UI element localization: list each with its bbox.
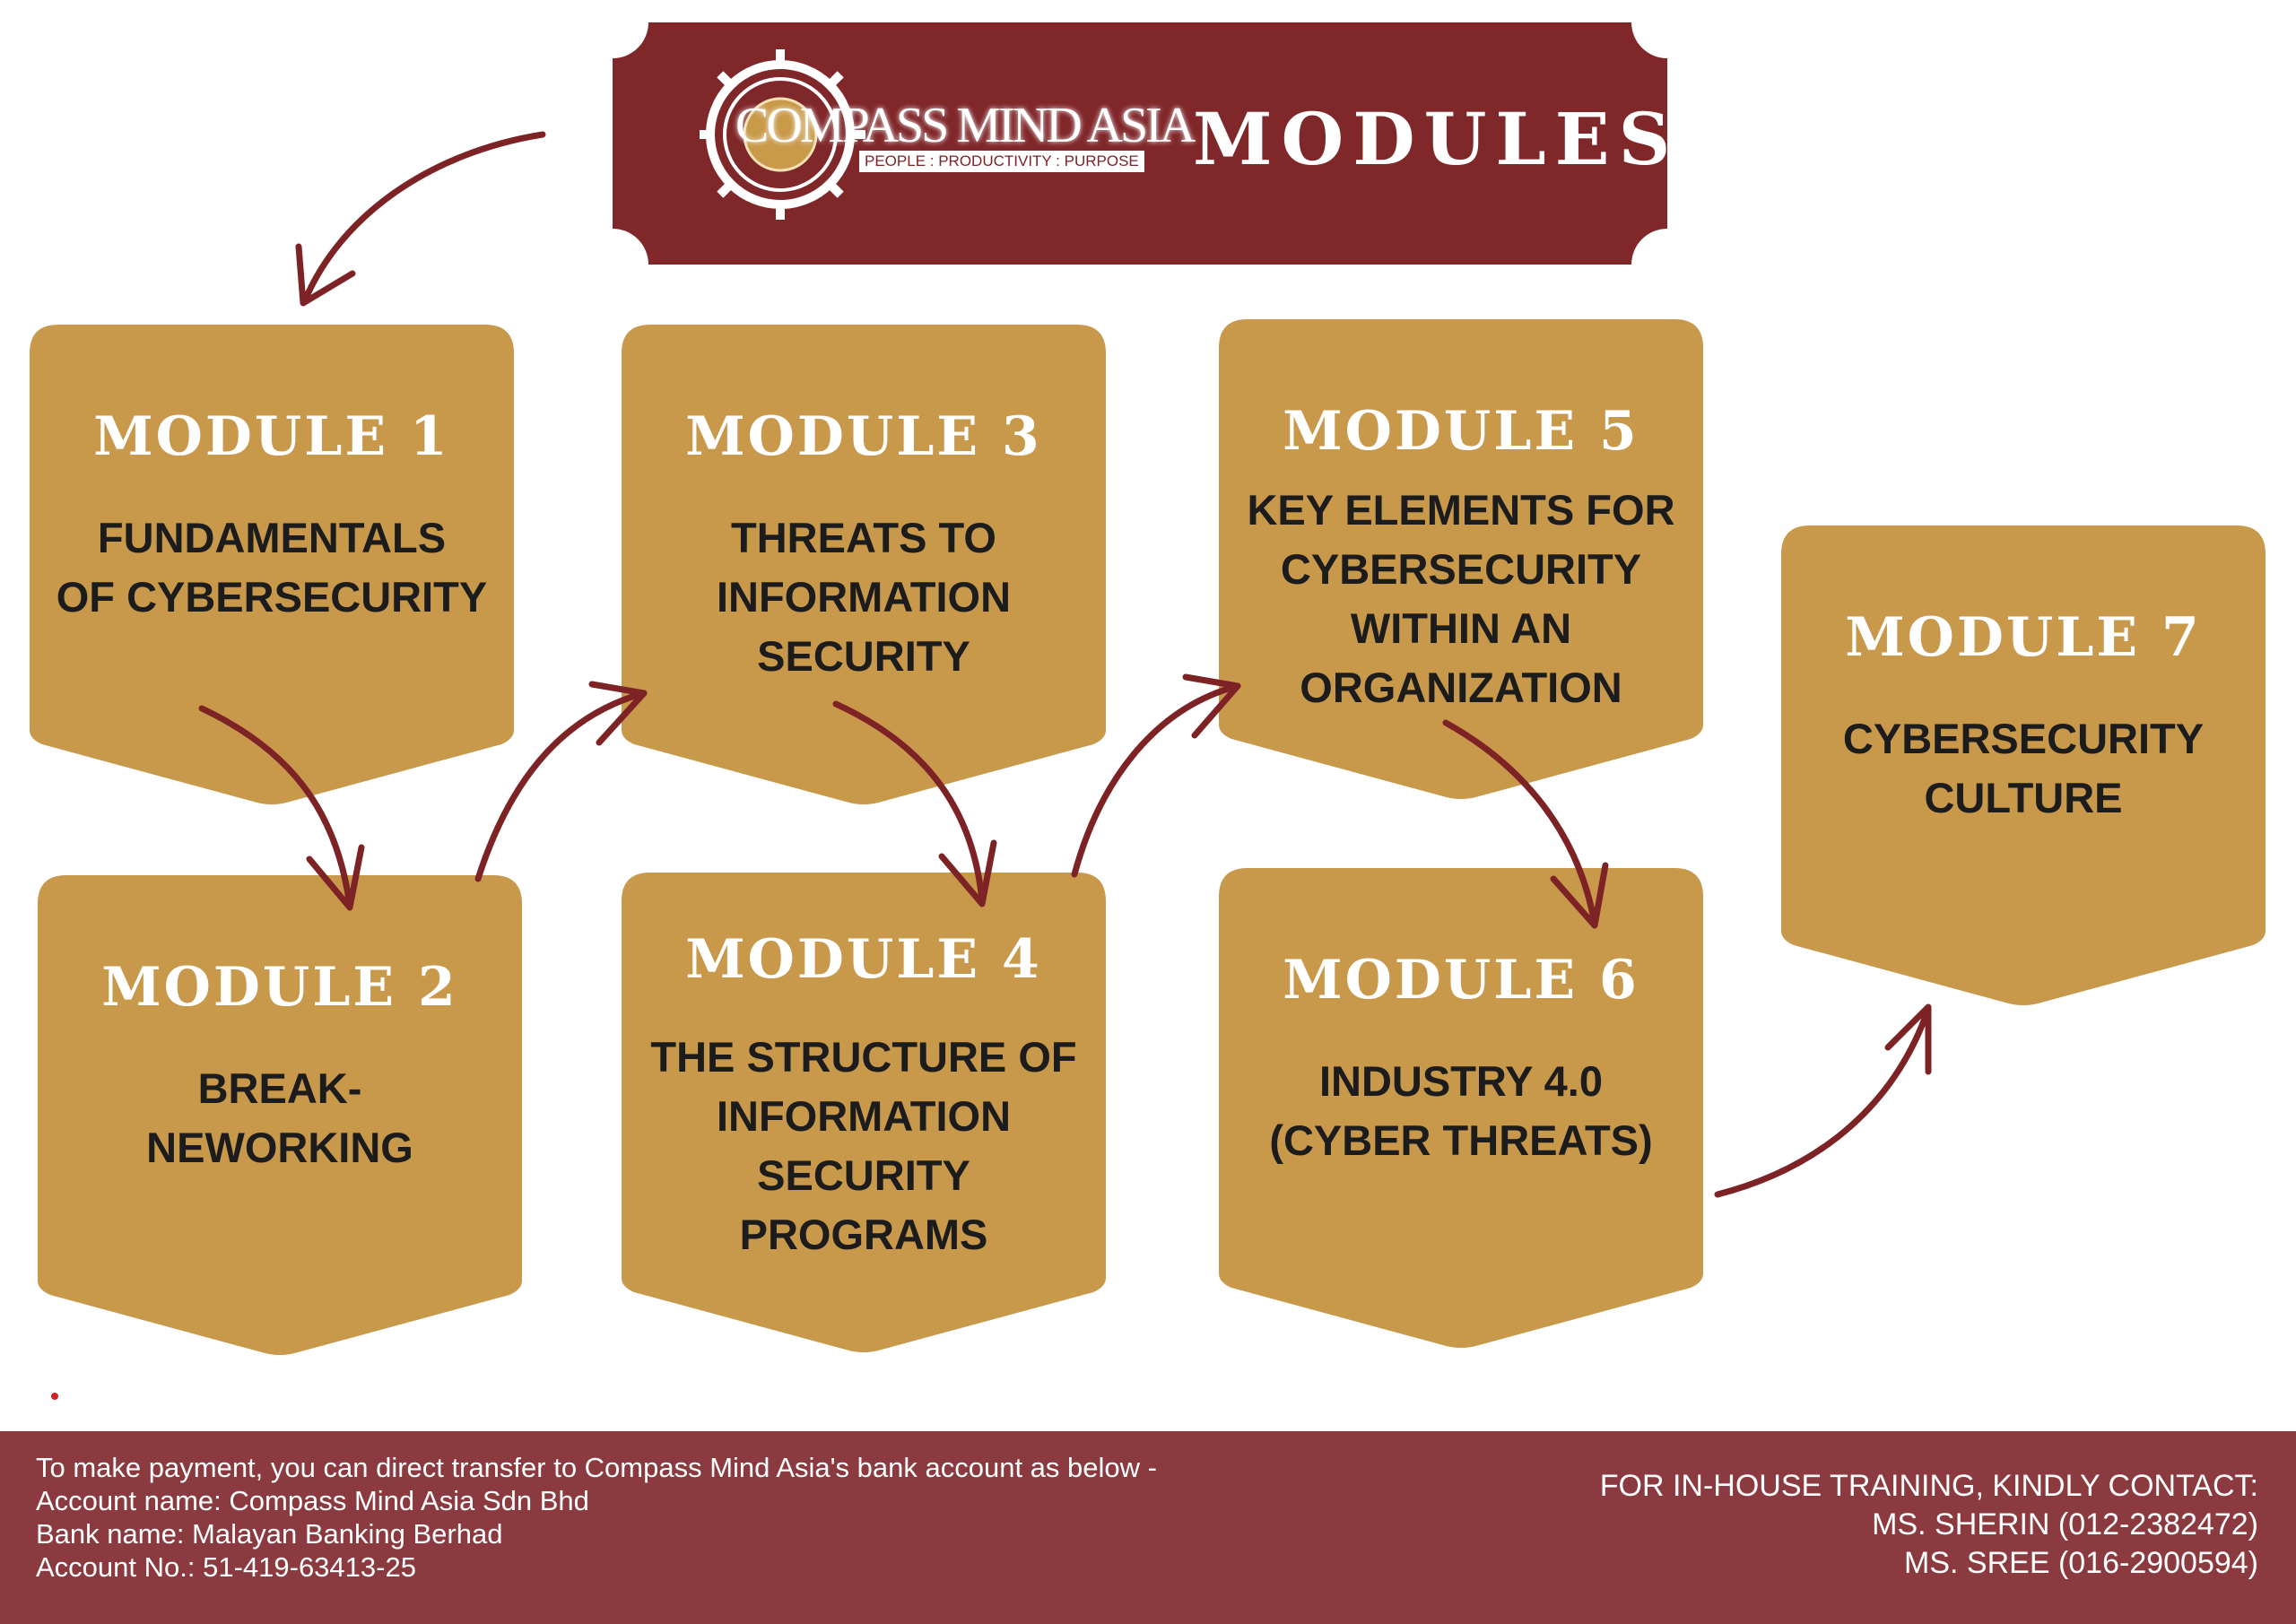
module-5-desc-line: KEY ELEMENTS FOR (1247, 486, 1675, 534)
payment-line: Bank name: Malayan Banking Berhad (36, 1518, 503, 1550)
payment-line: Account No.: 51-419-63413-25 (36, 1551, 416, 1583)
module-7-desc-line: CULTURE (1924, 774, 2123, 821)
arrow-to-module-1 (301, 131, 546, 304)
arrow-module-6-to-7 (1714, 1005, 1932, 1198)
module-5-shape (1219, 319, 1703, 799)
compass-logo-icon (700, 49, 865, 220)
module-5-card: MODULE 5 KEY ELEMENTS FOR CYBERSECURITY … (1219, 319, 1703, 802)
module-4-title: MODULE 4 (685, 928, 1042, 991)
module-4-desc-line: INFORMATION (716, 1092, 1012, 1140)
module-6-description: INDUSTRY 4.0 (CYBER THREATS) (1219, 1052, 1703, 1170)
payment-line: Account name: Compass Mind Asia Sdn Bhd (36, 1485, 589, 1516)
payment-info: To make payment, you can direct transfer… (36, 1451, 1157, 1584)
banner-shape (613, 22, 1667, 265)
module-1-description: FUNDAMENTALS OF CYBERSECURITY (30, 508, 514, 627)
arrow-module-4-to-5 (1071, 682, 1241, 878)
module-1-desc-line: OF CYBERSECURITY (56, 573, 488, 621)
module-3-card: MODULE 3 THREATS TO INFORMATION SECURITY (622, 325, 1106, 807)
module-4-card: MODULE 4 THE STRUCTURE OF INFORMATION SE… (622, 873, 1106, 1355)
page-title: MODULES (1193, 97, 1680, 181)
module-2-desc-line: NEWORKING (146, 1124, 413, 1171)
arrow-module-3-to-4 (832, 700, 986, 905)
module-5-desc-line: WITHIN AN (1350, 604, 1572, 652)
module-6-shape (1219, 868, 1703, 1348)
module-6-desc-line: INDUSTRY 4.0 (1318, 1057, 1604, 1105)
brand-tagline: PEOPLE : PRODUCTIVITY : PURPOSE (859, 151, 1144, 172)
brand-name: COMPASS MIND ASIA (735, 98, 1196, 153)
module-6-card: MODULE 6 INDUSTRY 4.0 (CYBER THREATS) (1219, 868, 1703, 1350)
arrow-module-1-to-2-head (306, 844, 365, 911)
arrow-module-6-to-7-head (1884, 1003, 1932, 1075)
contact-info: FOR IN-HOUSE TRAINING, KINDLY CONTACT: M… (1600, 1467, 2258, 1583)
module-2-card: MODULE 2 BREAK- NEWORKING (38, 875, 522, 1358)
module-3-desc-line: SECURITY (757, 632, 970, 680)
module-1-shape (30, 325, 514, 804)
arrow-module-5-to-6-head (1550, 862, 1609, 929)
module-3-title: MODULE 3 (685, 405, 1042, 468)
module-4-shape (622, 873, 1106, 1352)
module-2-shape (38, 875, 522, 1355)
module-2-title: MODULE 2 (101, 956, 458, 1019)
module-3-description: THREATS TO INFORMATION SECURITY (622, 508, 1106, 686)
title-banner (613, 22, 1667, 265)
module-6-title: MODULE 6 (1283, 949, 1639, 1012)
module-7-title: MODULE 7 (1845, 606, 2202, 669)
module-7-shape (1781, 525, 2266, 1005)
module-5-description: KEY ELEMENTS FOR CYBERSECURITY WITHIN AN… (1219, 481, 1703, 717)
module-4-desc-line: THE STRUCTURE OF (650, 1033, 1077, 1081)
module-5-desc-line: CYBERSECURITY (1280, 545, 1642, 593)
contact-line: FOR IN-HOUSE TRAINING, KINDLY CONTACT: (1599, 1469, 2258, 1503)
module-4-desc-line: PROGRAMS (739, 1211, 988, 1258)
module-3-desc-line: THREATS TO (731, 514, 996, 561)
arrow-module-3-to-4-head (938, 839, 997, 908)
module-1-card: MODULE 1 FUNDAMENTALS OF CYBERSECURITY (30, 325, 514, 807)
module-7-desc-line: CYBERSECURITY (1842, 715, 2205, 762)
module-2-desc-line: BREAK- (197, 1064, 362, 1112)
module-5-title: MODULE 5 (1283, 400, 1639, 463)
arrow-module-4-to-5-head (1182, 673, 1241, 739)
module-4-description: THE STRUCTURE OF INFORMATION SECURITY PR… (622, 1028, 1106, 1264)
module-7-card: MODULE 7 CYBERSECURITY CULTURE (1781, 525, 2266, 1008)
payment-line: To make payment, you can direct transfer… (36, 1452, 1157, 1483)
arrow-to-module-1-head (295, 243, 356, 307)
module-4-desc-line: SECURITY (757, 1151, 970, 1199)
arrow-module-2-to-3 (474, 690, 648, 882)
module-2-description: BREAK- NEWORKING (38, 1059, 522, 1177)
arrow-module-2-to-3-head (588, 681, 648, 746)
module-3-shape (622, 325, 1106, 804)
footer: To make payment, you can direct transfer… (0, 1431, 2296, 1624)
module-7-description: CYBERSECURITY CULTURE (1781, 709, 2266, 828)
module-1-title: MODULE 1 (93, 405, 450, 468)
contact-line: MS. SHERIN (012-2382472) (1872, 1507, 2258, 1541)
module-1-desc-line: FUNDAMENTALS (97, 514, 447, 561)
module-6-desc-line: (CYBER THREATS) (1269, 1116, 1653, 1164)
contact-line: MS. SREE (016-2900594) (1904, 1546, 2258, 1580)
red-dot (51, 1393, 58, 1400)
module-5-desc-line: ORGANIZATION (1300, 664, 1622, 711)
arrow-module-5-to-6 (1442, 719, 1598, 927)
arrow-module-1-to-2 (198, 705, 353, 909)
module-3-desc-line: INFORMATION (716, 573, 1012, 621)
